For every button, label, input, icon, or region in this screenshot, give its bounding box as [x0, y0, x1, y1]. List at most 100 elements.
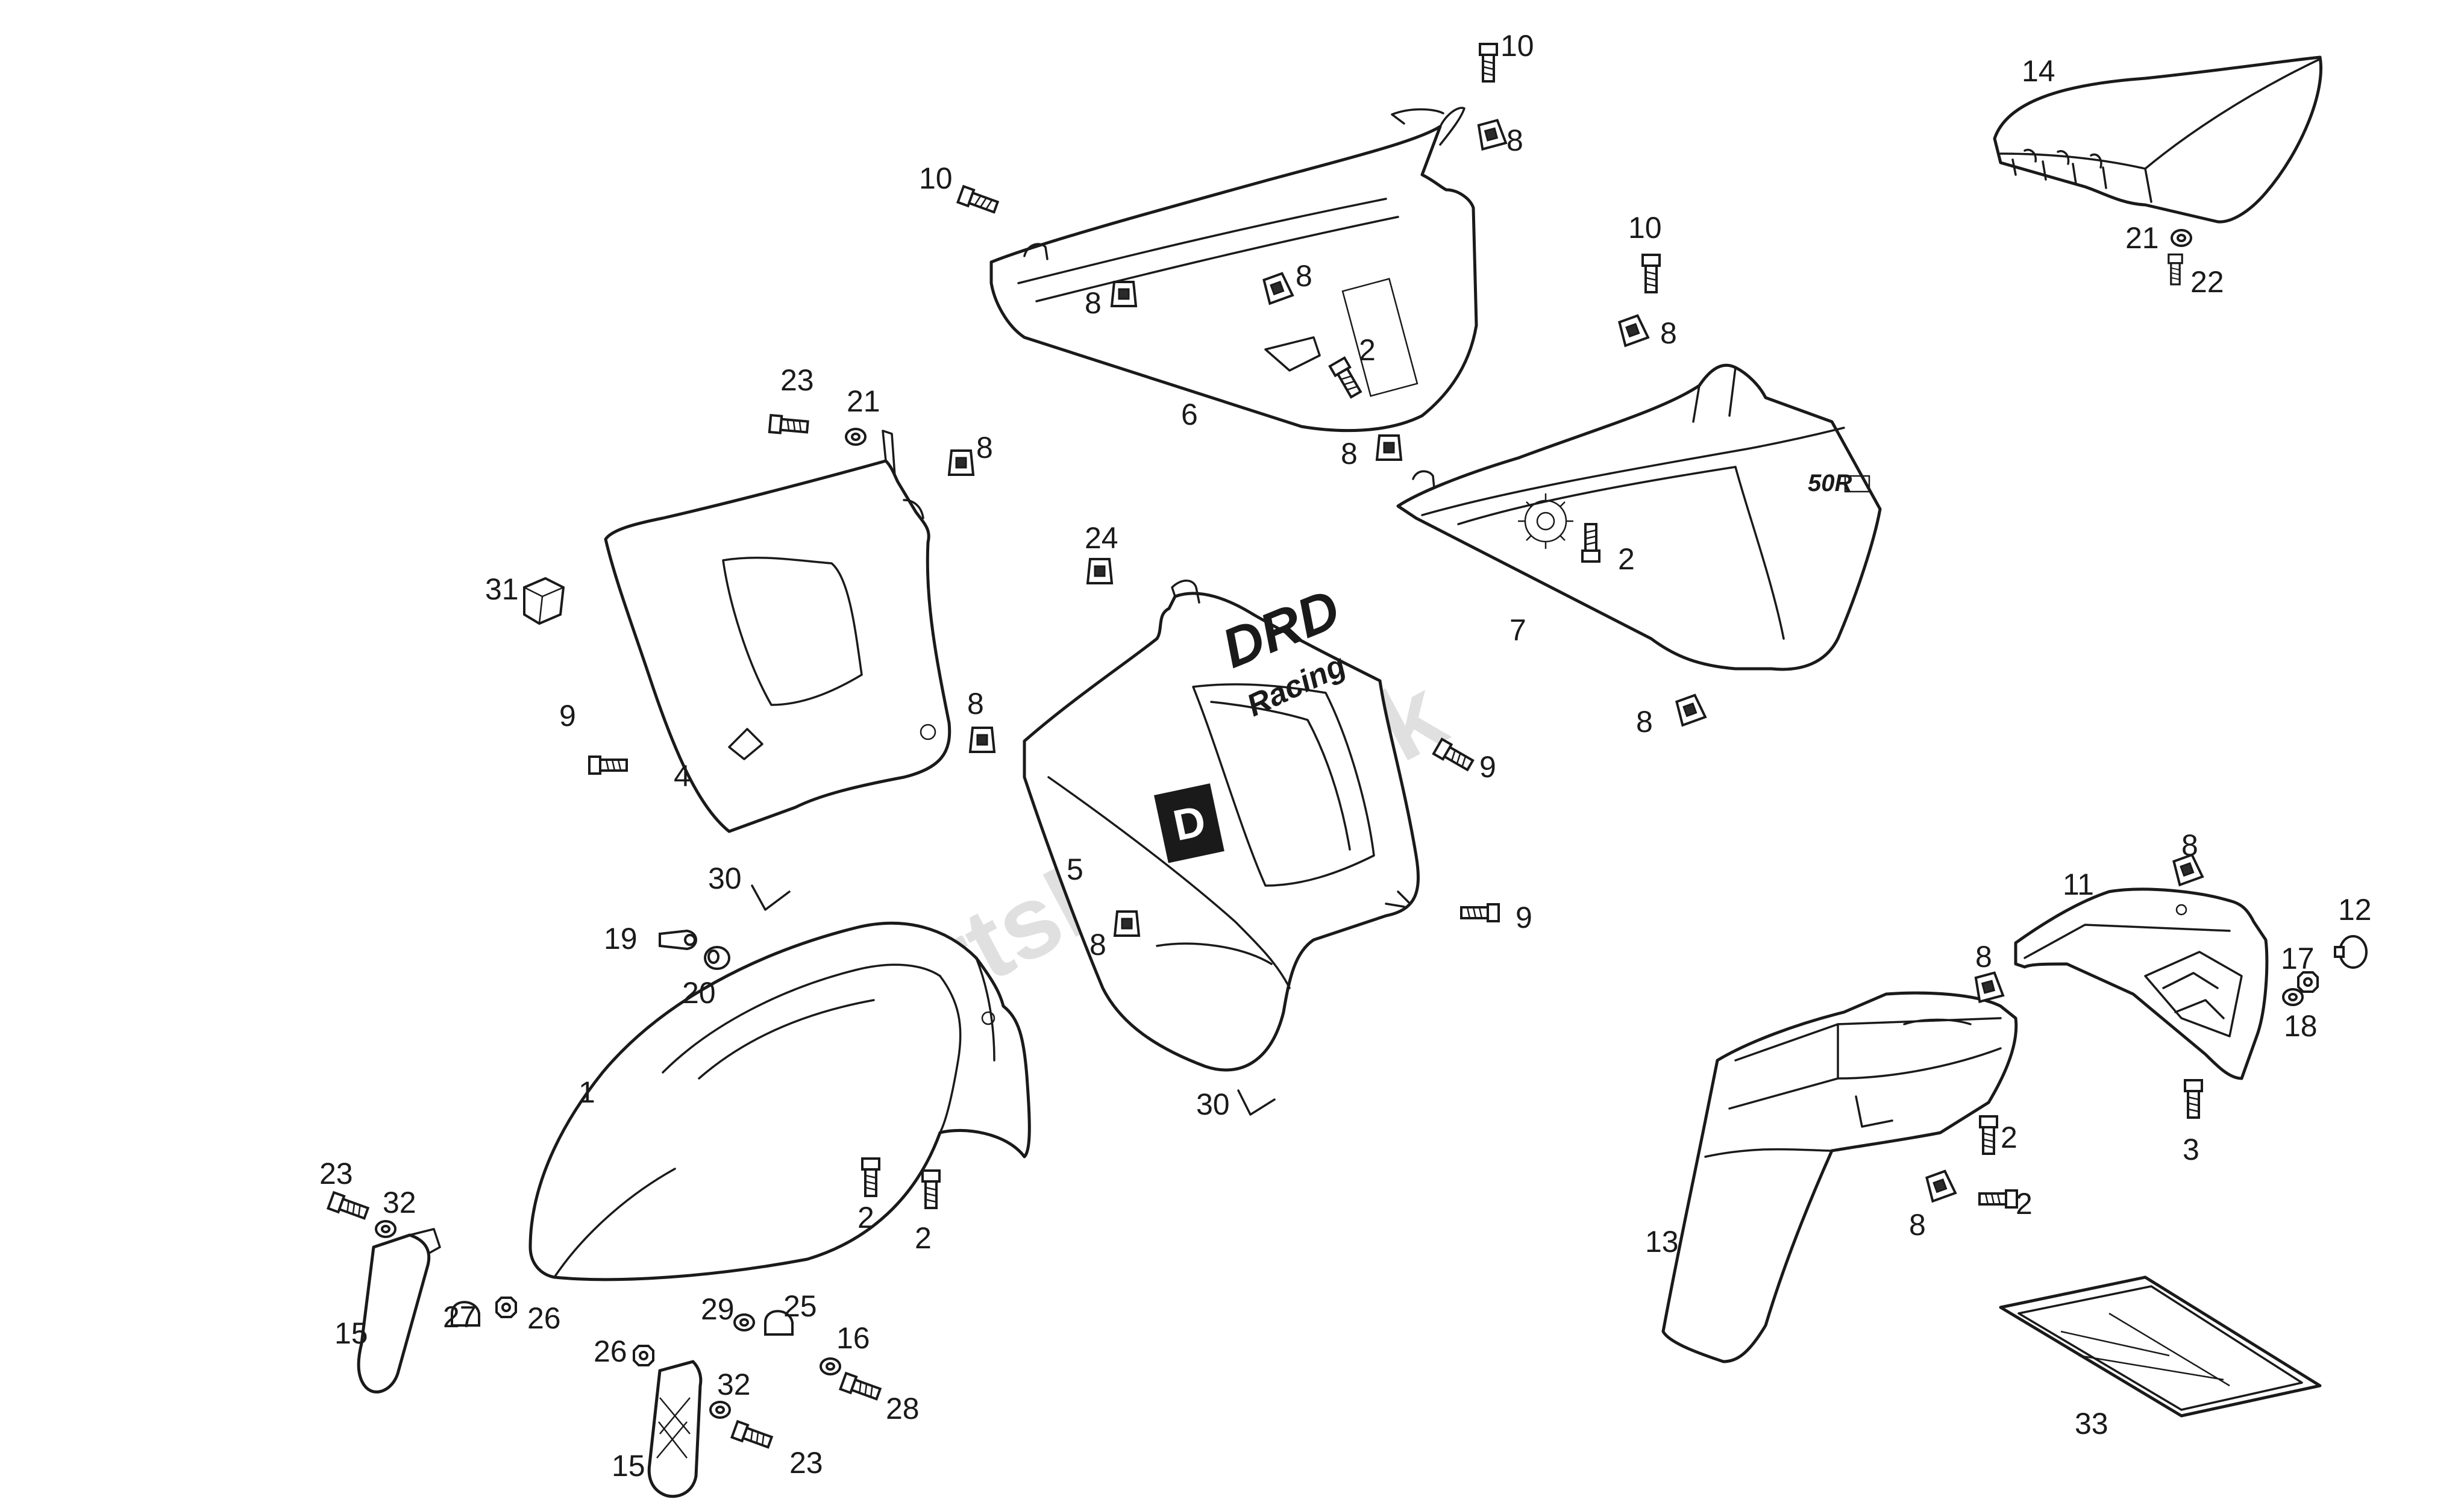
- label-13: 13: [1645, 1225, 1679, 1259]
- label-32: 32: [717, 1368, 751, 1401]
- label-21: 21: [2125, 221, 2159, 255]
- label-2: 2: [2001, 1121, 2017, 1154]
- label-15: 15: [334, 1316, 368, 1350]
- part-9-screw-left: [588, 756, 628, 775]
- part-15-footrest-upper: [357, 1228, 441, 1394]
- part-1-front-fender: [528, 921, 1031, 1281]
- label-2: 2: [857, 1201, 874, 1234]
- gear-logo: [1518, 493, 1573, 549]
- part-21-washer-top: [845, 428, 867, 446]
- part-26-nut-upper: [495, 1297, 517, 1318]
- label-4: 4: [674, 759, 691, 793]
- part-27-clamp: [451, 1301, 480, 1327]
- label-1: 1: [578, 1075, 595, 1109]
- label-24: 24: [1085, 521, 1118, 555]
- label-8: 8: [1341, 437, 1358, 471]
- part-28-screw: [839, 1372, 883, 1403]
- label-8: 8: [1975, 940, 1992, 974]
- part-7-lower-side-panel: 50R: [1396, 363, 1882, 671]
- label-3: 3: [2183, 1133, 2199, 1166]
- part-8-clip-a: [1475, 118, 1507, 151]
- part-15-footrest-lower: [647, 1360, 703, 1498]
- part-32-washer-lower: [709, 1401, 731, 1419]
- part-33-sheet: [1999, 1275, 2322, 1418]
- label-29: 29: [701, 1292, 735, 1326]
- part-21-washer-right: [2171, 229, 2192, 247]
- part-2-screw-fender-a: [861, 1157, 880, 1197]
- part-29-washer: [733, 1313, 755, 1331]
- label-17: 17: [2281, 942, 2315, 975]
- part-26-nut-lower: [633, 1345, 654, 1366]
- label-23: 23: [319, 1157, 353, 1190]
- label-16: 16: [836, 1321, 870, 1355]
- part-30-clip-upper: [751, 884, 791, 911]
- part-22-screw: [2168, 253, 2183, 286]
- part-16-washer: [820, 1357, 841, 1375]
- part-23-screw-left: [327, 1191, 371, 1222]
- label-8: 8: [1085, 286, 1102, 320]
- label-33: 33: [2075, 1407, 2108, 1441]
- label-26: 26: [527, 1301, 561, 1335]
- label-9: 9: [1516, 901, 1532, 934]
- callout-labels: 1 2 2 2 2 2 2 3 4 5 6 7 8 8 8 8 8 8 8 8 …: [319, 29, 2372, 1483]
- part-24-clip: [1086, 558, 1113, 584]
- label-8: 8: [1506, 124, 1523, 157]
- label-20: 20: [682, 976, 716, 1010]
- label-19: 19: [604, 922, 638, 956]
- label-9: 9: [1479, 750, 1496, 784]
- label-2: 2: [2016, 1187, 2033, 1221]
- part-4-left-shroud: [604, 430, 951, 833]
- part-19-clamp: [659, 929, 697, 951]
- label-12: 12: [2338, 893, 2372, 927]
- label-14: 14: [2022, 54, 2055, 88]
- label-8: 8: [2181, 828, 2198, 862]
- part-23-screw-lower: [730, 1420, 774, 1451]
- label-8: 8: [1296, 259, 1312, 293]
- part-8-clip-e: [948, 449, 974, 476]
- part-8-clip-g: [969, 727, 995, 753]
- label-6: 6: [1181, 398, 1198, 431]
- label-32: 32: [383, 1186, 416, 1219]
- label-8: 8: [967, 687, 984, 721]
- label-2: 2: [915, 1221, 932, 1255]
- label-25: 25: [783, 1289, 817, 1323]
- part-31-rubber-block: [523, 577, 565, 625]
- part-10-screw-top: [1479, 43, 1498, 83]
- part-2-screw-rear-b: [1978, 1189, 2018, 1209]
- label-2: 2: [1618, 542, 1635, 576]
- label-7: 7: [1509, 613, 1526, 647]
- part-23-screw-top: [768, 414, 810, 437]
- label-15: 15: [612, 1449, 645, 1483]
- part-8-clip-h: [1673, 693, 1707, 727]
- label-30: 30: [1196, 1087, 1230, 1121]
- part-3-screw: [2184, 1079, 2203, 1119]
- label-27: 27: [443, 1300, 477, 1334]
- label-30: 30: [708, 862, 742, 895]
- d-badge: D: [1154, 783, 1224, 863]
- label-8: 8: [1089, 928, 1106, 962]
- part-2-screw-rear-a: [1979, 1115, 1998, 1155]
- label-10: 10: [1500, 29, 1534, 63]
- label-10: 10: [1628, 211, 1662, 245]
- part-14-seat-cowl: [1993, 55, 2322, 224]
- part-25-clamp: [764, 1310, 794, 1336]
- part-10-screw-left: [956, 185, 1000, 216]
- label-18: 18: [2284, 1009, 2318, 1043]
- label-23: 23: [789, 1446, 823, 1480]
- part-2-screw-right: [1581, 523, 1600, 563]
- part-2-screw-fender-b: [921, 1169, 941, 1209]
- part-8-clip-b: [1111, 281, 1137, 307]
- part-12-knob: [2334, 935, 2368, 969]
- label-2: 2: [1359, 333, 1376, 367]
- label-11: 11: [2063, 868, 2094, 901]
- part-8-clip-d: [1616, 313, 1649, 347]
- part-32-washer-upper: [375, 1220, 397, 1238]
- label-31: 31: [485, 572, 519, 606]
- label-10: 10: [919, 161, 953, 195]
- part-13-rear-fender: [1661, 991, 2018, 1363]
- label-26: 26: [594, 1334, 627, 1368]
- label-22: 22: [2190, 265, 2224, 299]
- part-8-clip-l: [1923, 1169, 1957, 1203]
- label-8: 8: [1636, 705, 1653, 739]
